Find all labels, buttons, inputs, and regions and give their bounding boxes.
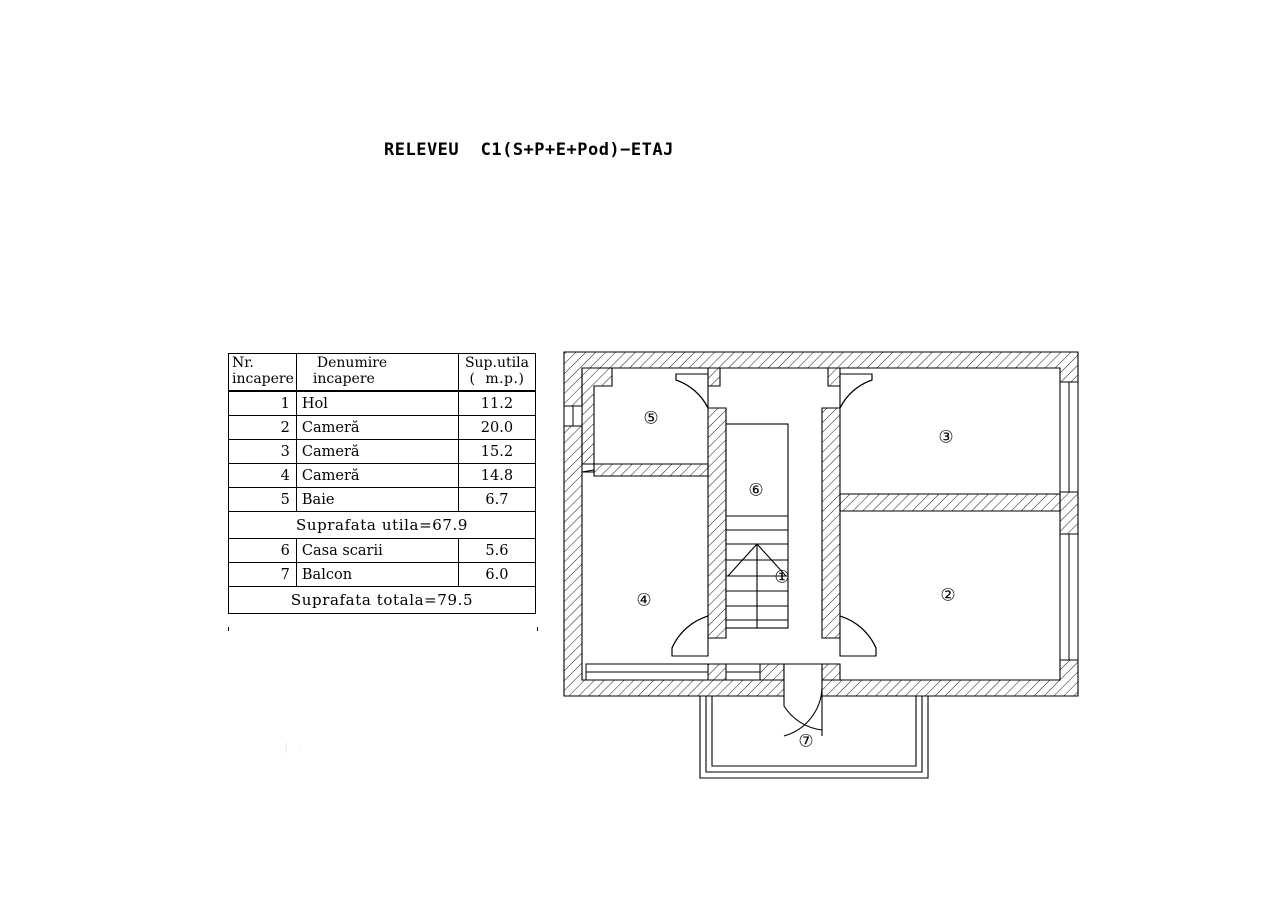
door-room3-hall xyxy=(839,373,873,409)
cell-nr: 5 xyxy=(228,487,297,513)
wall-room5-room4-divider xyxy=(593,463,709,477)
door-hall-balcony xyxy=(783,663,823,736)
room-schedule-table: Nr. incapere Denumire incapere Sup.utila… xyxy=(228,353,537,615)
table-row: 4 Cameră 14.8 xyxy=(228,463,537,489)
walls-hatched xyxy=(563,351,1079,697)
page-title: RELEVEU C1(S+P+E+Pod)−ETAJ xyxy=(384,140,674,160)
cell-name: Balcon xyxy=(295,562,459,588)
room-tag-5: ⑤ xyxy=(643,409,658,429)
cell-area: 11.2 xyxy=(457,390,537,417)
door-hall-balcony-arc xyxy=(783,687,823,737)
table-row: 7 Balcon 6.0 xyxy=(228,562,537,588)
cell-name: Casa scarii xyxy=(295,538,459,564)
door-room3-hall-arc xyxy=(839,374,873,409)
door-room2-hall-arc xyxy=(839,615,877,656)
plan-geometry: ① ② ③ ④ ⑤ ⑥ ⑦ xyxy=(563,351,1079,779)
table-bottom-stub xyxy=(228,627,538,631)
table-row: 3 Cameră 15.2 xyxy=(228,439,537,465)
cell-name: Cameră xyxy=(295,463,459,489)
cell-area: 14.8 xyxy=(457,463,537,489)
stair-up-arrow xyxy=(727,543,787,577)
balcony-rail-outer xyxy=(699,696,929,779)
header-name-line2: incapere xyxy=(312,370,375,387)
room-tag-4: ④ xyxy=(636,591,651,611)
wall-bottom-mid-stub xyxy=(759,663,785,681)
subtotal-row: Suprafata utila=67.9 xyxy=(228,511,536,540)
cell-nr: 4 xyxy=(228,463,297,489)
door-room5-hall-arc xyxy=(675,374,709,409)
room-tag-7: ⑦ xyxy=(798,732,813,752)
header-area-line1: Sup.utila xyxy=(464,355,529,371)
cell-name: Cameră xyxy=(295,415,459,441)
room-tag-2: ② xyxy=(940,586,955,606)
balcony xyxy=(699,696,929,779)
room-number-tags: ① ② ③ ④ ⑤ ⑥ ⑦ xyxy=(636,409,955,752)
cell-area: 15.2 xyxy=(457,439,537,465)
table-row: 5 Baie 6.7 xyxy=(228,487,537,513)
cell-nr: 1 xyxy=(228,390,297,417)
cell-name: Cameră xyxy=(295,439,459,465)
cell-nr: 7 xyxy=(228,562,297,588)
total-area: Suprafata totala=79.5 xyxy=(228,586,536,615)
cell-nr: 2 xyxy=(228,415,297,441)
table-row: 1 Hol 11.2 xyxy=(228,390,537,417)
header-nr-line1: Nr. xyxy=(232,355,254,371)
doors xyxy=(671,373,877,737)
door-room5-hall xyxy=(675,373,709,409)
header-cell-name: Denumire incapere xyxy=(295,353,459,393)
wall-jog-top-left xyxy=(581,367,613,465)
cell-nr: 3 xyxy=(228,439,297,465)
wall-bottom-right xyxy=(821,663,841,681)
cell-area: 20.0 xyxy=(457,415,537,441)
floor-plan-drawing: ① ② ③ ④ ⑤ ⑥ ⑦ xyxy=(563,351,1079,779)
windows xyxy=(563,381,1079,681)
subtotal-useful-area: Suprafata utila=67.9 xyxy=(228,511,536,540)
cell-area: 5.6 xyxy=(457,538,537,564)
door-room4-hall-arc xyxy=(671,615,709,656)
cell-area: 6.7 xyxy=(457,487,537,513)
wall-room5-left-step xyxy=(581,469,595,473)
cell-area: 6.0 xyxy=(457,562,537,588)
table-row: 6 Casa scarii 5.6 xyxy=(228,538,537,564)
header-cell-area: Sup.utila ( m.p.) xyxy=(457,353,537,393)
room-tag-6: ⑥ xyxy=(748,481,763,501)
exterior-wall xyxy=(563,351,1079,697)
header-cell-nr: Nr. incapere xyxy=(228,353,297,393)
faint-artifact-marks: | . xyxy=(283,740,303,753)
header-area-line2: ( m.p.) xyxy=(469,370,525,387)
door-room4-hall xyxy=(671,615,709,657)
wall-top-mid-left xyxy=(707,367,721,387)
balcony-rail-mid xyxy=(705,696,923,773)
wall-hall-left xyxy=(707,407,727,639)
table-row: 2 Cameră 20.0 xyxy=(228,415,537,441)
cell-name: Hol xyxy=(295,390,459,417)
door-room2-hall xyxy=(839,615,877,657)
header-nr-line2: incapere xyxy=(232,370,294,387)
balcony-rail-inner xyxy=(711,696,917,767)
cell-nr: 6 xyxy=(228,538,297,564)
room-tag-3: ③ xyxy=(938,428,953,448)
room-tag-1: ① xyxy=(774,568,789,588)
header-name-line1: Denumire xyxy=(316,355,388,371)
wall-hall-right xyxy=(821,407,841,639)
table-header-row: Nr. incapere Denumire incapere Sup.utila… xyxy=(228,353,537,393)
wall-room3-room2-divider xyxy=(839,493,1061,512)
cell-name: Baie xyxy=(295,487,459,513)
wall-top-mid-right xyxy=(827,367,841,387)
staircase xyxy=(725,423,789,629)
wall-bottom-left-stub xyxy=(707,663,727,681)
total-row: Suprafata totala=79.5 xyxy=(228,586,536,615)
